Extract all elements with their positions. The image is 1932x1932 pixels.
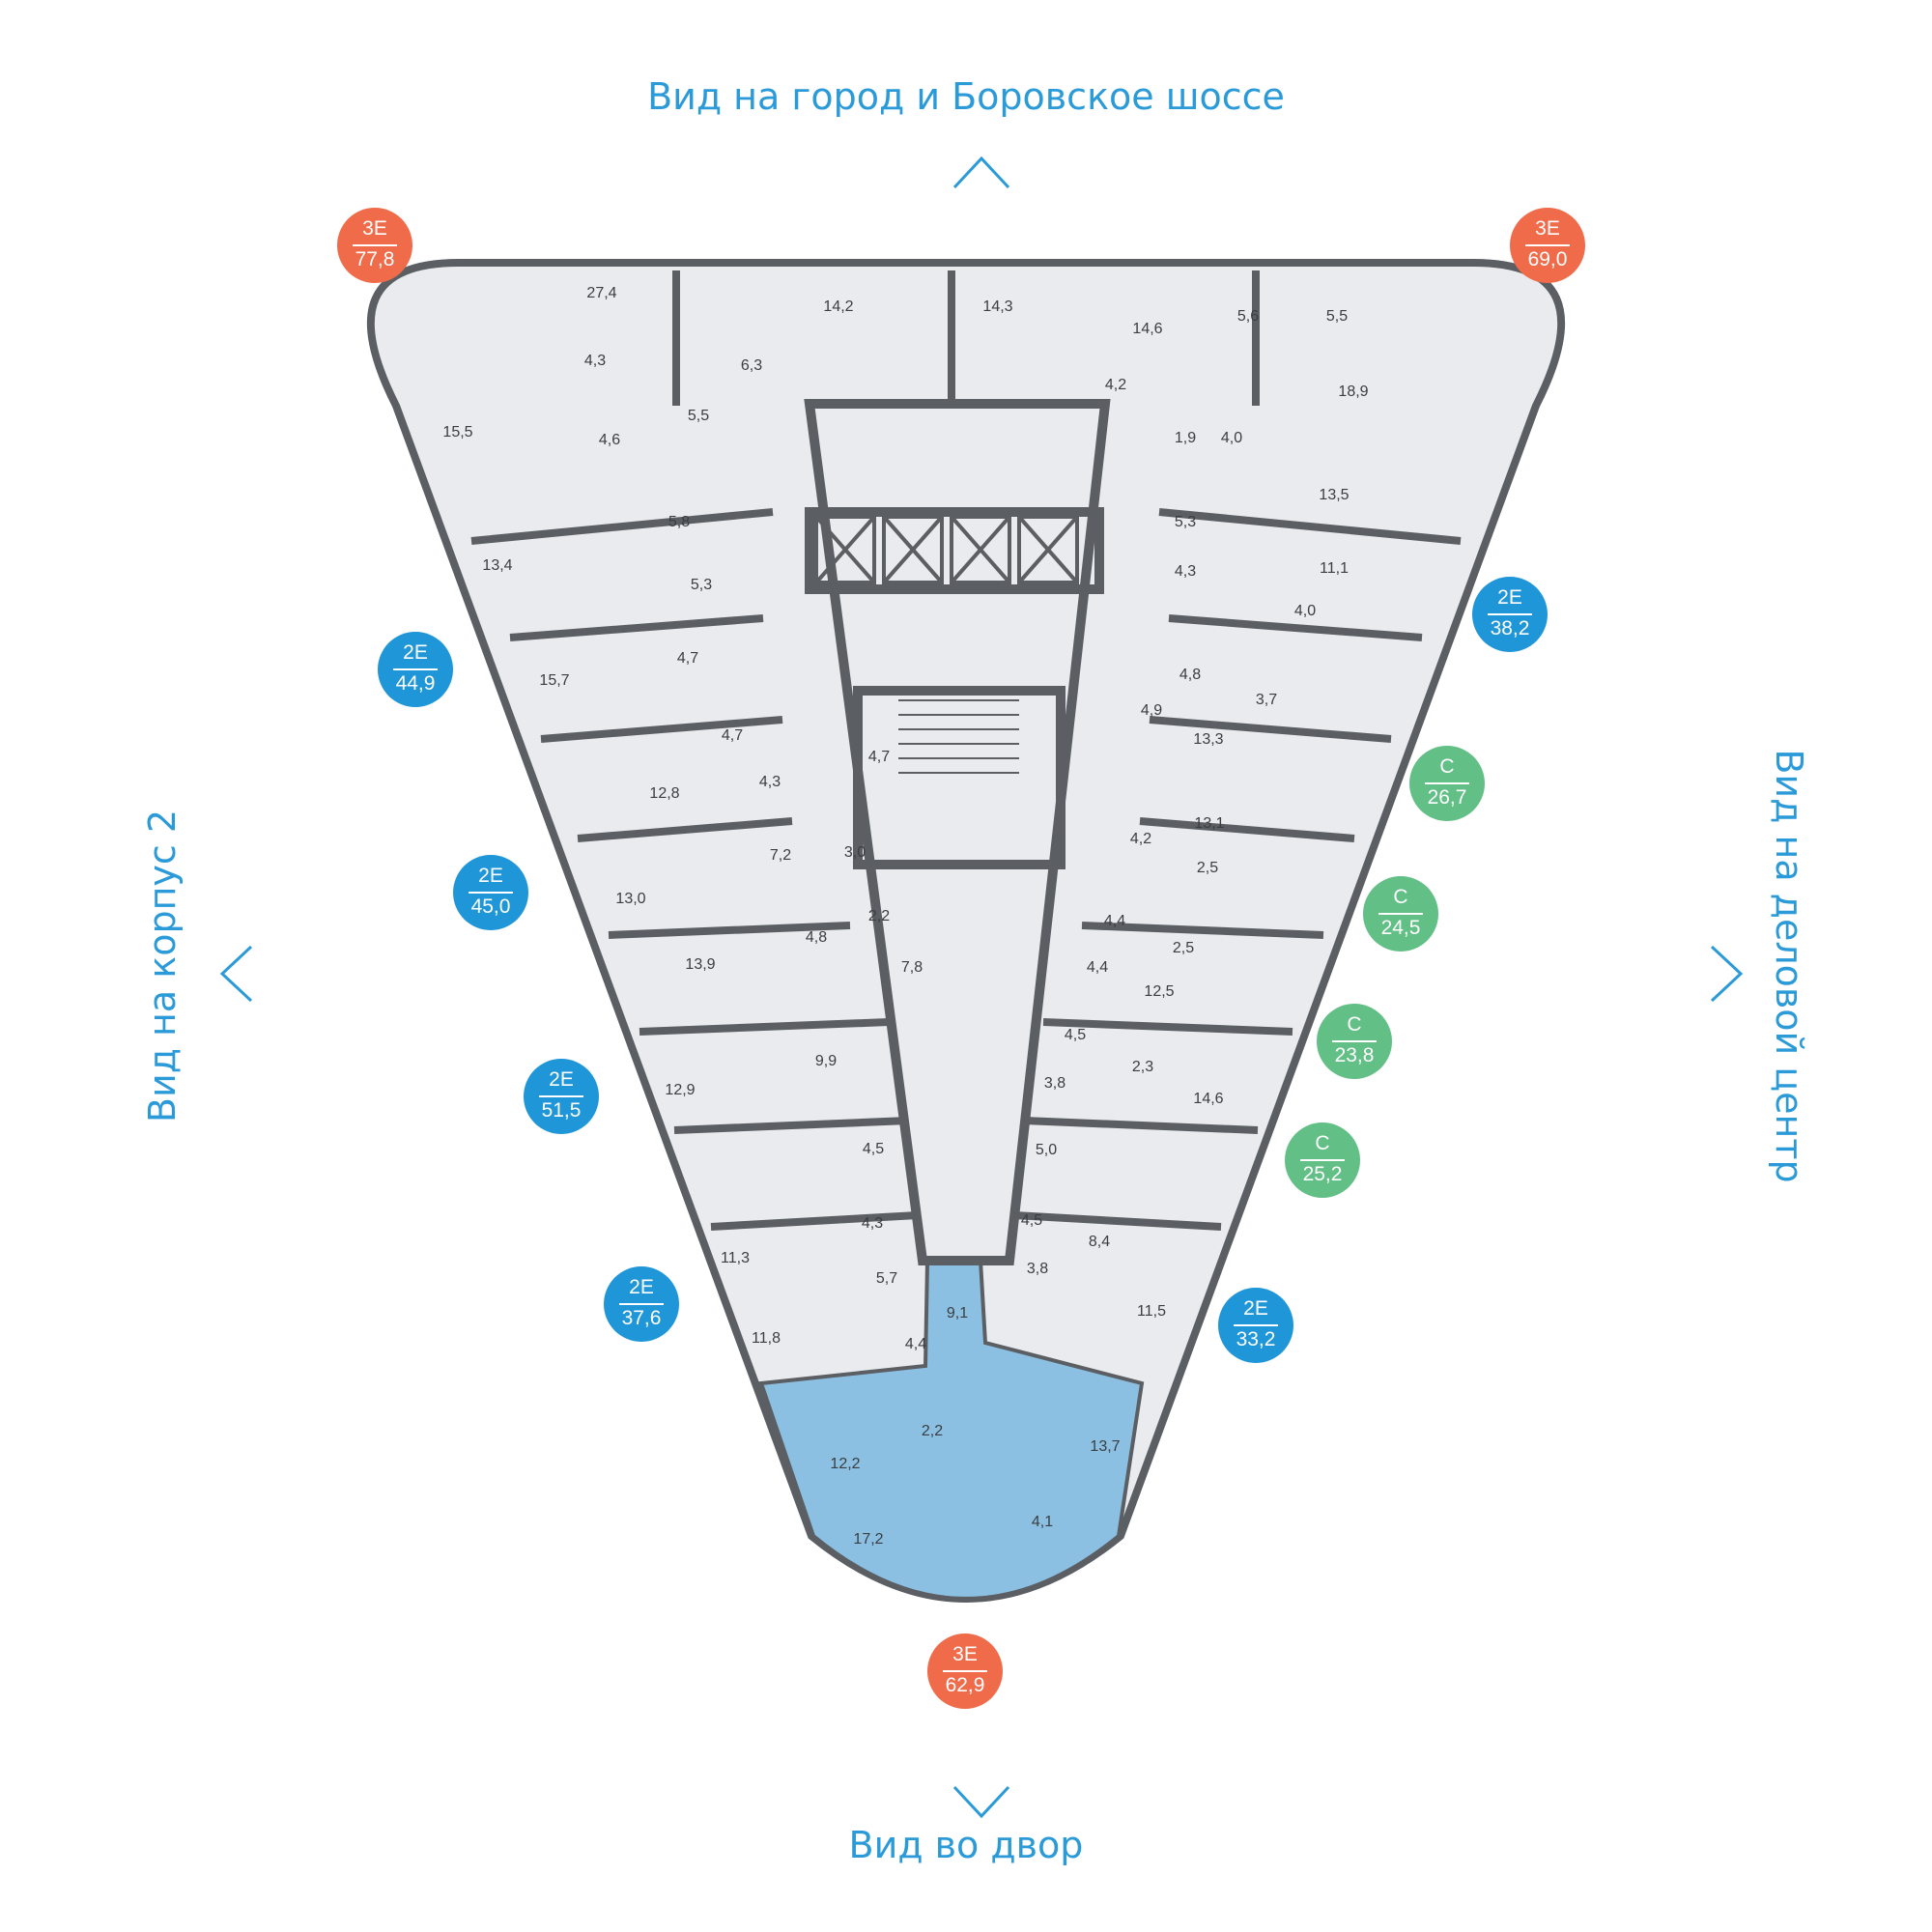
- room-area-label: 4,4: [1087, 959, 1108, 976]
- room-area-label: 2,5: [1173, 940, 1194, 956]
- room-area-label: 5,3: [691, 577, 712, 593]
- arrow-down-icon[interactable]: [952, 1783, 1010, 1822]
- room-area-label: 15,7: [539, 672, 569, 689]
- room-area-label: 11,3: [721, 1250, 750, 1266]
- room-area-label: 13,1: [1194, 815, 1224, 832]
- room-area-label: 13,5: [1319, 487, 1349, 503]
- room-area-label: 9,9: [815, 1053, 837, 1069]
- room-area-label: 18,9: [1338, 384, 1368, 400]
- room-area-label: 3,7: [1256, 692, 1277, 708]
- room-area-label: 7,2: [770, 847, 791, 864]
- room-area-label: 4,5: [1065, 1027, 1086, 1043]
- room-area-label: 4,3: [862, 1215, 883, 1232]
- room-area-label: 4,7: [722, 727, 743, 744]
- room-area-label: 6,3: [741, 357, 762, 374]
- room-area-label: 4,0: [1221, 430, 1242, 446]
- room-area-label: 3,8: [1044, 1075, 1065, 1092]
- apartment-walls: [470, 270, 1462, 1231]
- room-area-label: 5,6: [1237, 308, 1259, 325]
- room-area-label: 5,3: [1175, 514, 1196, 530]
- room-area-label: 3,0: [844, 844, 866, 861]
- room-area-label: 4,4: [1104, 913, 1125, 929]
- room-area-label: 5,7: [876, 1270, 897, 1287]
- room-area-label: 17,2: [853, 1531, 883, 1548]
- room-area-label: 1,9: [1175, 430, 1196, 446]
- room-area-label: 3,8: [1027, 1261, 1048, 1277]
- room-area-label: 12,5: [1144, 983, 1174, 1000]
- room-area-label: 5,5: [688, 408, 709, 424]
- room-area-label: 4,2: [1105, 377, 1126, 393]
- room-area-label: 4,1: [1032, 1514, 1053, 1530]
- room-area-label: 4,7: [677, 650, 698, 667]
- room-area-label: 12,9: [665, 1082, 695, 1098]
- stair-steps: [898, 699, 1019, 774]
- room-area-label: 2,2: [922, 1423, 943, 1439]
- room-area-label: 15,5: [442, 424, 472, 440]
- arrow-up-icon[interactable]: [952, 153, 1010, 191]
- room-area-label: 4,5: [1021, 1212, 1042, 1229]
- room-area-label: 4,3: [759, 774, 781, 790]
- room-area-label: 4,4: [905, 1336, 926, 1352]
- room-area-label: 12,2: [830, 1456, 860, 1472]
- highlighted-apartment: [758, 1259, 1145, 1601]
- room-area-label: 14,2: [823, 298, 853, 315]
- arrow-left-icon[interactable]: [216, 945, 255, 1003]
- arrow-right-icon[interactable]: [1708, 945, 1747, 1003]
- room-area-label: 4,3: [1175, 563, 1196, 580]
- room-area-label: 14,6: [1132, 321, 1162, 337]
- room-area-label: 13,3: [1193, 731, 1223, 748]
- room-area-label: 13,4: [482, 557, 512, 574]
- room-area-label: 14,6: [1193, 1091, 1223, 1107]
- view-label-top[interactable]: Вид на город и Боровское шоссе: [647, 75, 1285, 118]
- room-area-label: 5,8: [668, 514, 690, 530]
- room-area-label: 4,6: [599, 432, 620, 448]
- room-area-label: 11,8: [752, 1330, 781, 1347]
- room-area-label: 4,8: [1179, 667, 1201, 683]
- room-area-label: 27,4: [586, 285, 616, 301]
- room-area-label: 11,1: [1320, 560, 1349, 577]
- room-area-label: 2,5: [1197, 860, 1218, 876]
- room-area-label: 5,0: [1036, 1142, 1057, 1158]
- core-walls: [804, 399, 1111, 1265]
- elevator-shafts: [814, 515, 1079, 584]
- room-area-label: 4,8: [806, 929, 827, 946]
- room-area-label: 4,0: [1294, 603, 1316, 619]
- room-area-label: 13,0: [615, 891, 645, 907]
- view-label-bottom[interactable]: Вид во двор: [848, 1824, 1084, 1866]
- room-area-label: 13,9: [685, 956, 715, 973]
- room-area-label: 8,4: [1089, 1234, 1110, 1250]
- room-area-label: 4,7: [868, 749, 890, 765]
- room-area-label: 4,3: [584, 353, 606, 369]
- room-area-label: 2,3: [1132, 1059, 1153, 1075]
- room-area-label: 12,8: [649, 785, 679, 802]
- room-area-label: 4,5: [863, 1141, 884, 1157]
- room-area-label: 7,8: [901, 959, 923, 976]
- room-area-label: 5,5: [1326, 308, 1348, 325]
- room-area-label: 4,2: [1130, 831, 1151, 847]
- room-area-label: 14,3: [982, 298, 1012, 315]
- room-area-label: 4,9: [1141, 702, 1162, 719]
- room-area-label: 13,7: [1090, 1438, 1120, 1455]
- room-area-label: 2,2: [868, 908, 890, 924]
- room-area-label: 11,5: [1137, 1303, 1166, 1320]
- room-area-label: 9,1: [947, 1305, 968, 1321]
